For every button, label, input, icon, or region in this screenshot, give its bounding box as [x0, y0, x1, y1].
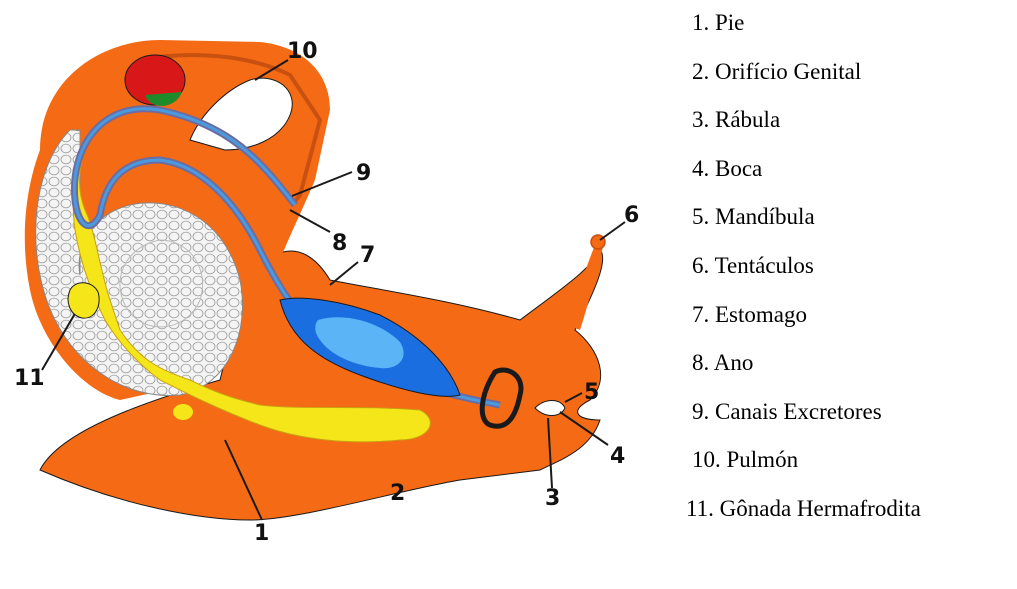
legend-item-9: 9. Canais Excretores [692, 395, 921, 444]
callout-3: 3 [545, 486, 560, 511]
callout-2: 2 [390, 481, 405, 506]
legend-item-6: 6. Tentáculos [692, 249, 921, 298]
legend-item-11: 11. Gônada Hermafrodita [686, 492, 921, 541]
legend-item-2: 2. Orifício Genital [692, 55, 921, 104]
legend-item-1: 1. Pie [692, 6, 921, 55]
callout-8: 8 [332, 231, 347, 256]
callout-9: 9 [356, 161, 371, 186]
gland-spot [173, 404, 193, 420]
snail-anatomy-diagram: 1 2 3 4 5 6 7 8 9 10 11 [0, 0, 660, 589]
callout-1: 1 [254, 521, 269, 546]
legend-item-5: 5. Mandíbula [692, 200, 921, 249]
legend-item-7: 7. Estomago [692, 298, 921, 347]
callout-4: 4 [610, 444, 625, 469]
legend-item-4: 4. Boca [692, 152, 921, 201]
callout-5: 5 [584, 380, 599, 405]
legend-item-8: 8. Ano [692, 346, 921, 395]
legend-item-10: 10. Pulmón [692, 443, 921, 492]
callout-7: 7 [360, 243, 375, 268]
gonad [68, 283, 99, 318]
legend-list: 1. Pie 2. Orifício Genital 3. Rábula 4. … [692, 6, 921, 541]
callout-10: 10 [287, 39, 318, 64]
callout-6: 6 [624, 203, 639, 228]
callout-11: 11 [14, 366, 45, 391]
legend-item-3: 3. Rábula [692, 103, 921, 152]
